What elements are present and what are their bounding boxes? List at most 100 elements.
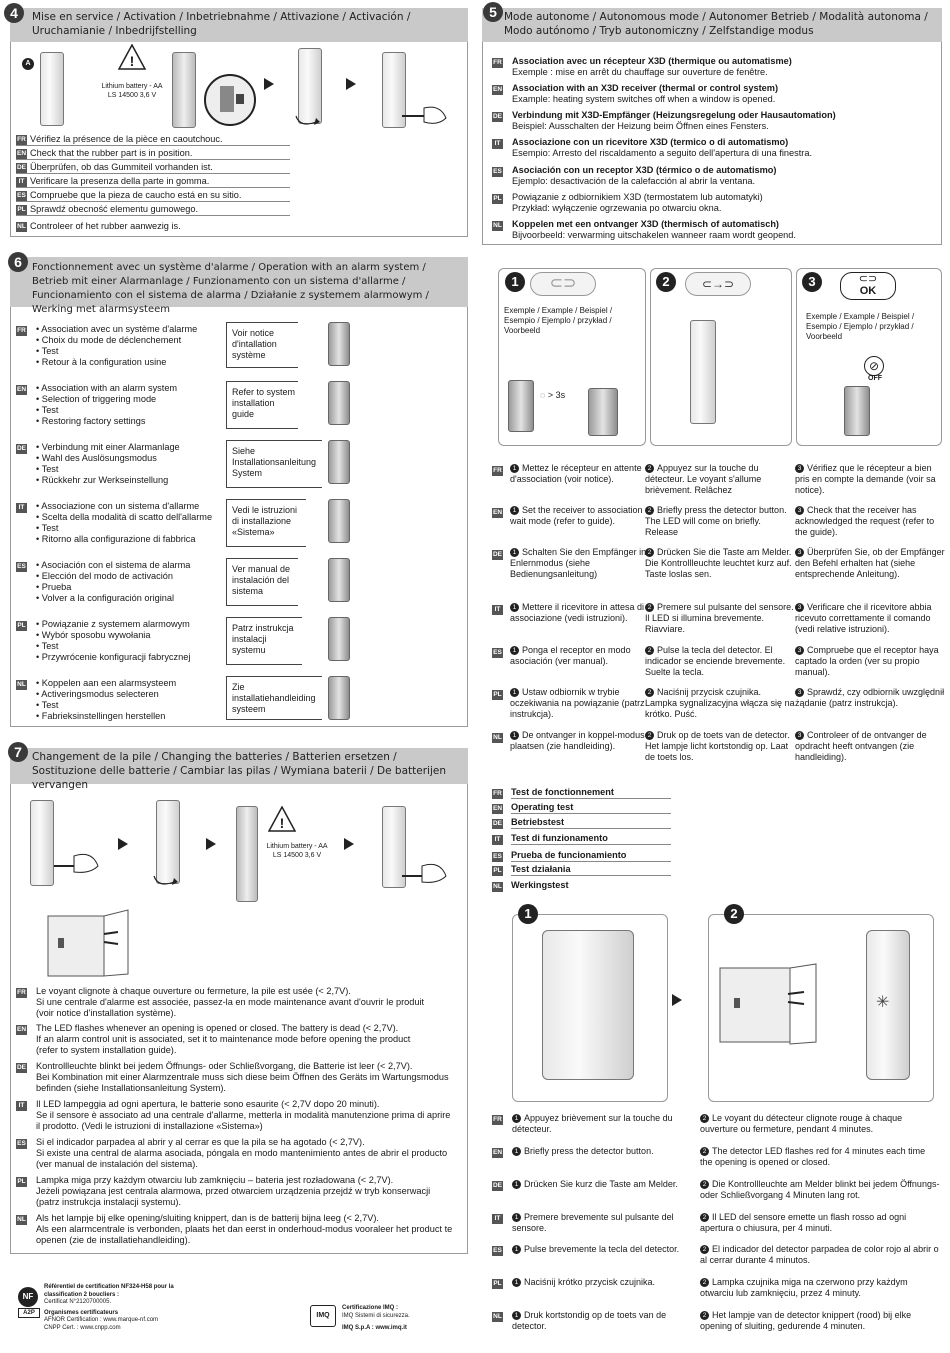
- association-panel-2: [650, 268, 792, 446]
- certification-text: Référentiel de certification NF324-H58 p…: [44, 1284, 174, 1331]
- receiver-image: [508, 380, 534, 432]
- lang-badge: NL: [492, 733, 503, 743]
- a2p-logo: A2P: [18, 1308, 40, 1318]
- lang-badge: PL: [16, 621, 27, 631]
- panel-3-number: 3: [802, 272, 822, 292]
- lang-badge: DE: [16, 1063, 27, 1073]
- battery-note: Als het lampje bij elke opening/sluiting…: [36, 1213, 453, 1245]
- detector-closed-image: [382, 806, 406, 888]
- lang-badge: PL: [492, 866, 503, 876]
- feature-list: • Powiązanie z systemem alarmowym• Wybór…: [36, 619, 191, 662]
- lang-badge: NL: [16, 680, 27, 690]
- feature-list: • Association with an alarm system• Sele…: [36, 383, 178, 426]
- battery-note: Lampka miga przy każdym otwarciu lub zam…: [36, 1175, 431, 1207]
- lang-badge: PL: [492, 1279, 503, 1289]
- reference-note: Siehe Installationsanleitung System: [226, 440, 322, 488]
- sec5-row: Asociación con un receptor X3D (térmico …: [512, 165, 777, 186]
- lang-badge: PL: [492, 194, 503, 204]
- svg-text:!: !: [130, 53, 135, 69]
- section-6-number: 6: [8, 252, 28, 272]
- rubber-part-zoom: [204, 74, 256, 126]
- section-7-title: Changement de la pile / Changing the bat…: [32, 751, 446, 791]
- sec5-row: Koppelen met een ontvanger X3D (thermisc…: [512, 219, 796, 240]
- lang-badge: EN: [16, 1025, 27, 1035]
- detector-open-battery-image: [172, 52, 196, 128]
- reference-note: Ver manual de instalación del sistema: [226, 558, 298, 606]
- lang-badge: ES: [492, 167, 503, 177]
- section-5-number: 5: [483, 2, 503, 22]
- detector-battery-image: [236, 806, 258, 902]
- arrow-right-icon: [346, 78, 356, 90]
- section-4-title: Mise en service / Activation / Inbetrieb…: [32, 11, 411, 37]
- lang-badge: IT: [492, 605, 503, 615]
- door-illustration: [719, 963, 817, 1045]
- lang-badge: FR: [16, 326, 27, 336]
- arrow-right-icon: [672, 994, 682, 1006]
- label-a-badge: A: [22, 58, 34, 70]
- section-4-number: 4: [4, 3, 24, 23]
- lang-badge: NL: [492, 221, 503, 231]
- reference-note: Vedi le istruzioni di installazione «Sis…: [226, 499, 306, 547]
- screwdriver-icon: [54, 853, 99, 873]
- lang-badge: ES: [492, 1246, 503, 1256]
- door-illustration: [47, 909, 129, 977]
- svg-text:!: !: [280, 815, 285, 831]
- sec5-row: Association with an X3D receiver (therma…: [512, 83, 779, 104]
- section-6-title: Fonctionnement avec un système d'alarme …: [32, 262, 429, 315]
- lang-badge: IT: [16, 1101, 27, 1111]
- feature-list: • Association avec un système d'alarme• …: [36, 324, 198, 367]
- alarm-device-image: [328, 558, 350, 602]
- lang-badge: FR: [492, 789, 503, 799]
- battery-note: The LED flashes whenever an opening is o…: [36, 1023, 411, 1055]
- lang-badge: EN: [492, 804, 503, 814]
- reference-note: Voir notice d'intallation système: [226, 322, 298, 368]
- section-4-header: Mise en service / Activation / Inbetrieb…: [10, 8, 468, 42]
- detector-led-image: [866, 930, 910, 1080]
- alarm-device-image: [328, 499, 350, 543]
- rotate-arrow-icon: [295, 115, 320, 125]
- battery-spec: LS 14500 3,6 V: [107, 92, 157, 99]
- alarm-device-image: [328, 676, 350, 720]
- lang-badge: FR: [492, 466, 503, 476]
- reference-note: Refer to system installation guide: [226, 381, 298, 429]
- link-icon: ⊂⊃: [530, 272, 596, 296]
- detector-press-image: [542, 930, 634, 1080]
- battery-note: Le voyant clignote à chaque ouverture ou…: [36, 986, 425, 1018]
- lang-badge: EN: [16, 385, 27, 395]
- feature-list: • Koppelen aan een alarmsysteem• Activer…: [36, 678, 177, 721]
- lang-badge: PL: [492, 690, 503, 700]
- arrow-right-icon: [344, 838, 354, 850]
- section-6-header: Fonctionnement avec un système d'alarme …: [10, 257, 468, 315]
- lang-badge: ES: [492, 648, 503, 658]
- feature-list: • Asociación con el sistema de alarma• E…: [36, 560, 191, 603]
- lang-badge: DE: [492, 550, 503, 560]
- alarm-device-image: [328, 440, 350, 484]
- lang-badge: PL: [16, 1177, 27, 1187]
- lang-badge: ES: [492, 852, 503, 862]
- alarm-device-image: [328, 381, 350, 425]
- sec5-row: Associazione con un ricevitore X3D (term…: [512, 137, 813, 158]
- detector-image: [30, 800, 54, 886]
- receiver-image-2: [588, 388, 618, 436]
- arrow-right-icon: [264, 78, 274, 90]
- lang-badge: IT: [492, 1214, 503, 1224]
